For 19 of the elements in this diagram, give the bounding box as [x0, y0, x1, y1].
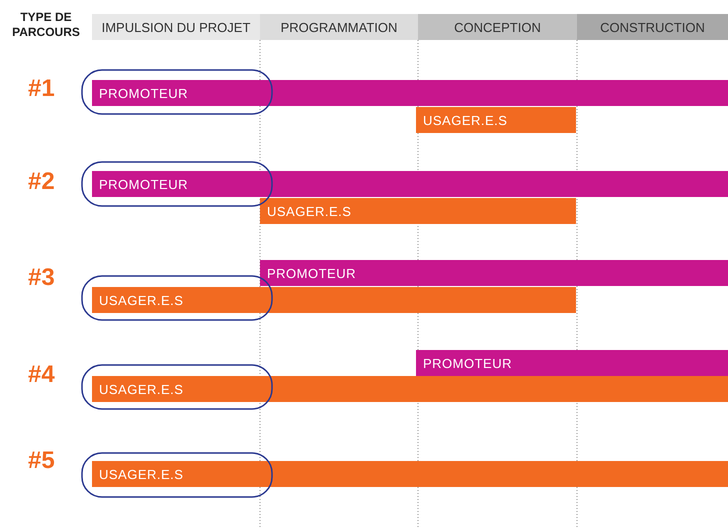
timeline-bar: PROMOTEUR — [260, 260, 728, 286]
timeline-bar: USAGER.E.S — [92, 287, 576, 313]
timeline-bar: PROMOTEUR — [92, 80, 728, 106]
column-heading: TYPE DE PARCOURS — [11, 10, 81, 40]
route-number: #3 — [28, 263, 56, 293]
timeline-bar: USAGER.E.S — [416, 107, 576, 133]
route-number: #2 — [28, 167, 56, 197]
route-number: #5 — [28, 446, 56, 476]
timeline-bar: PROMOTEUR — [92, 171, 728, 197]
phase-header: PROGRAMMATION — [260, 14, 418, 40]
phase-header: CONCEPTION — [418, 14, 577, 40]
timeline-bar: USAGER.E.S — [260, 198, 576, 224]
route-number: #4 — [28, 360, 56, 390]
route-number: #1 — [28, 74, 56, 104]
timeline-bar: USAGER.E.S — [92, 461, 728, 487]
phase-header: CONSTRUCTION — [577, 14, 728, 40]
timeline-bar: PROMOTEUR — [416, 350, 728, 376]
phase-header: IMPULSION DU PROJET — [92, 14, 260, 40]
timeline-bar: USAGER.E.S — [92, 376, 728, 402]
